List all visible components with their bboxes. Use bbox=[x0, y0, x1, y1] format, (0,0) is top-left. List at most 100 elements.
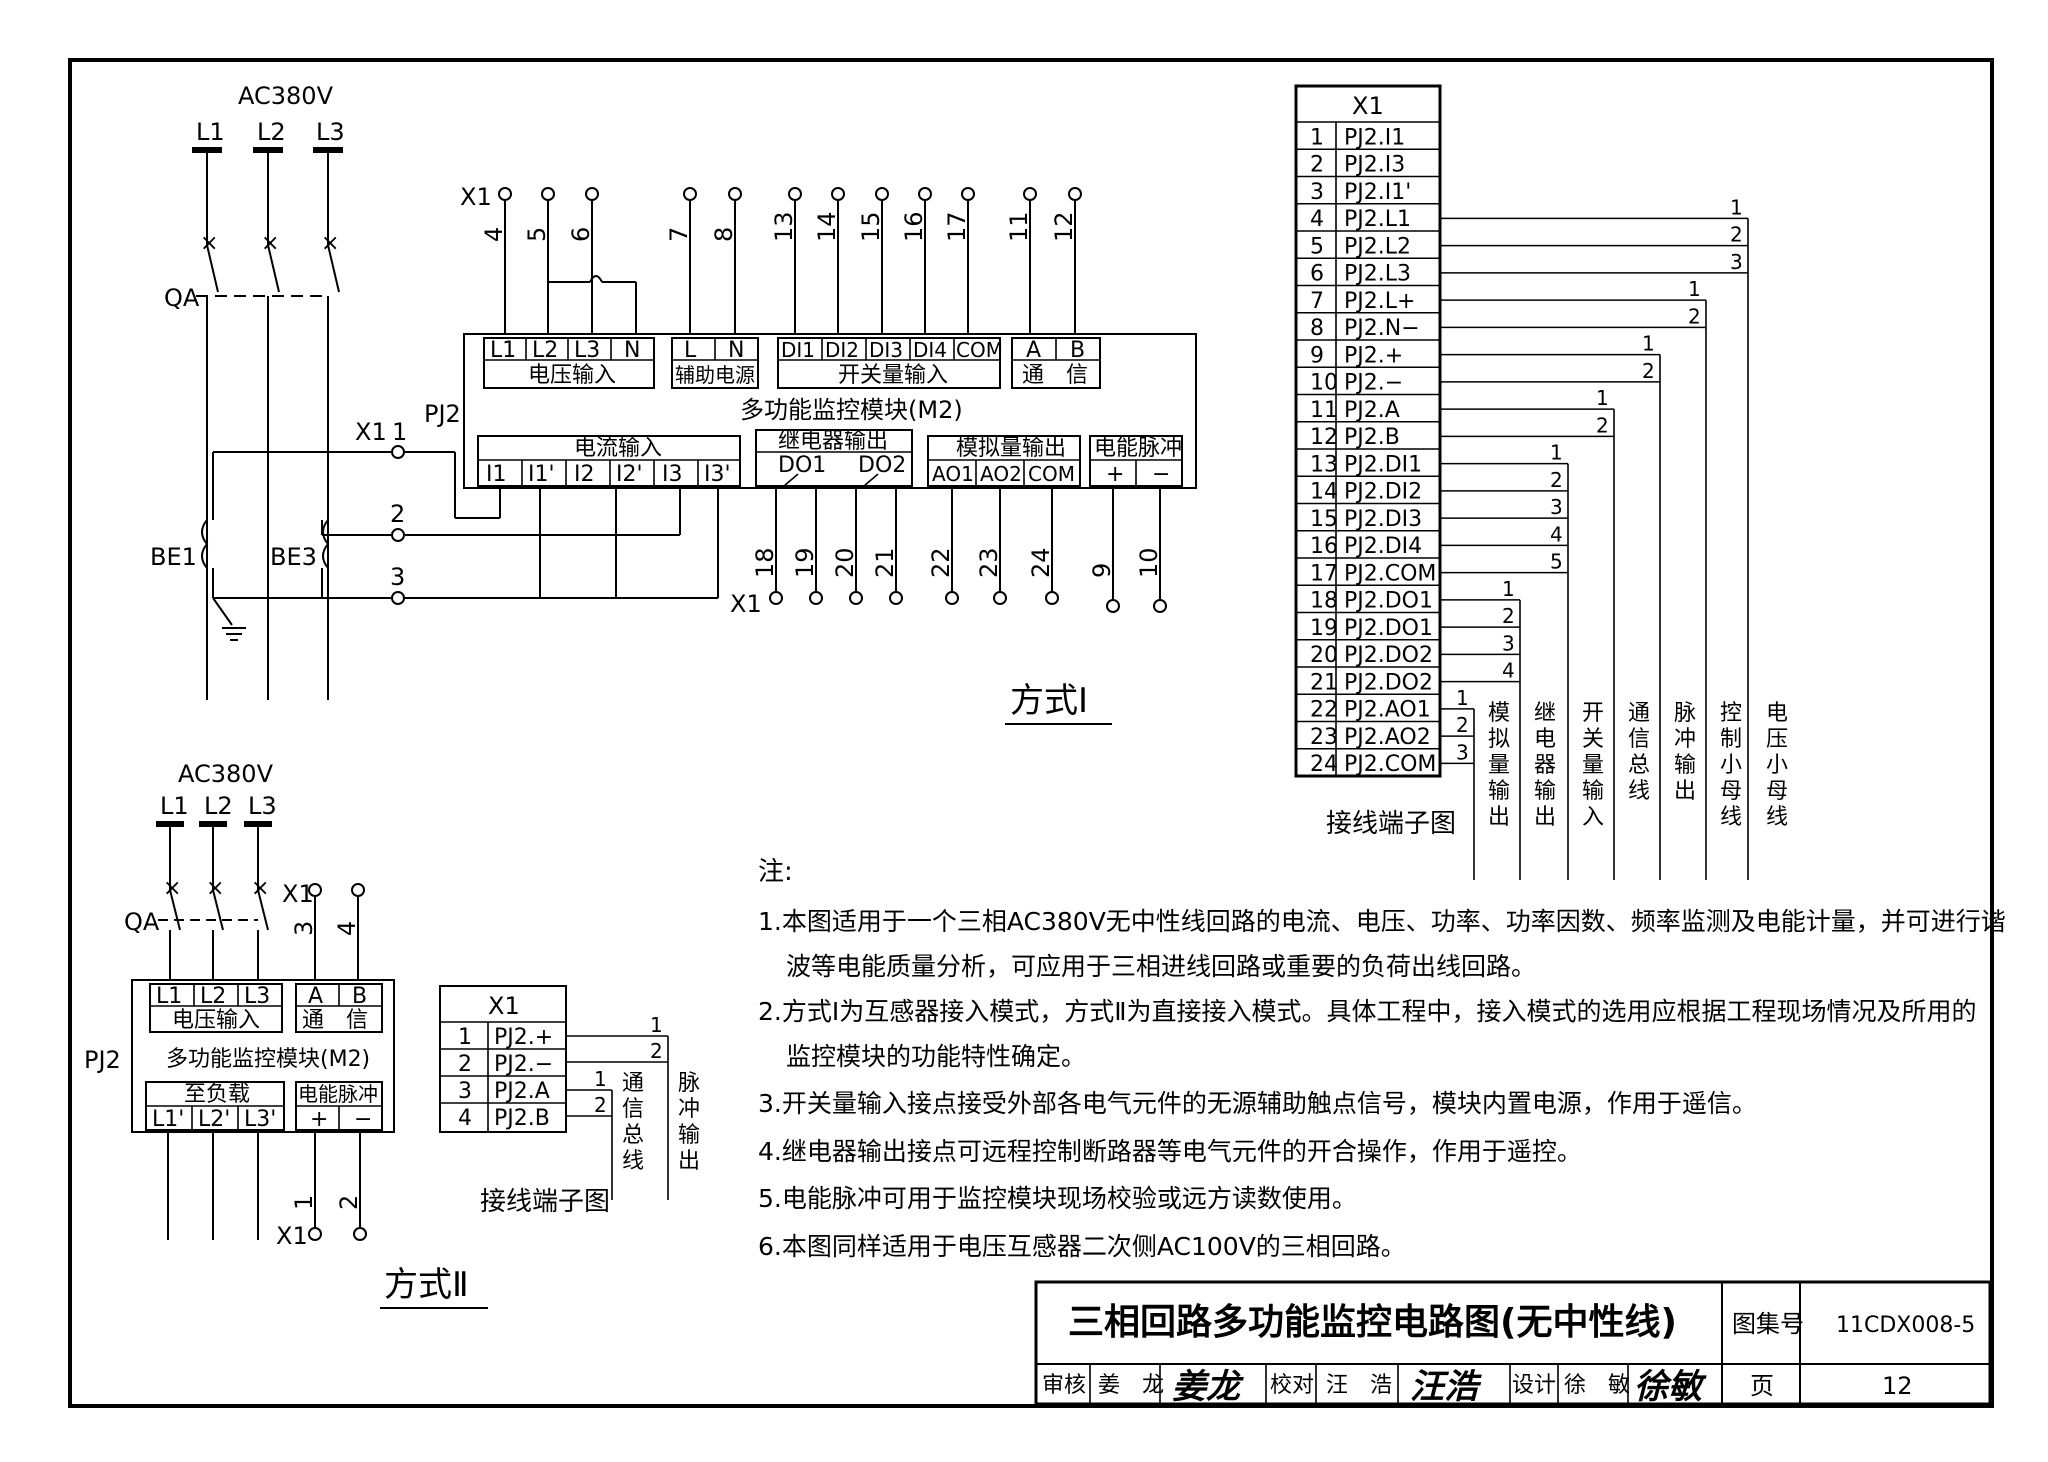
svg-text:DI1: DI1 bbox=[781, 338, 815, 362]
svg-text:1: 1 bbox=[1550, 441, 1563, 465]
svg-text:23: 23 bbox=[975, 547, 1003, 578]
mode2-caption: 方式Ⅱ bbox=[384, 1265, 469, 1305]
reviewer-name: 姜 龙 bbox=[1098, 1373, 1164, 1398]
svg-text:2: 2 bbox=[390, 500, 405, 528]
svg-text:12: 12 bbox=[1310, 425, 1338, 450]
svg-text:3: 3 bbox=[1310, 180, 1324, 205]
svg-text:PJ2.L1: PJ2.L1 bbox=[1344, 207, 1411, 232]
svg-text:1: 1 bbox=[1688, 277, 1701, 301]
svg-text:1: 1 bbox=[290, 1195, 318, 1210]
atlas-number: 11CDX008-5 bbox=[1836, 1313, 1975, 1338]
svg-text:L3: L3 bbox=[574, 338, 600, 363]
svg-text:L1: L1 bbox=[156, 984, 182, 1009]
svg-text:4: 4 bbox=[458, 1106, 472, 1131]
svg-text:I2: I2 bbox=[574, 462, 595, 487]
svg-text:4: 4 bbox=[1502, 659, 1515, 683]
svg-text:L1: L1 bbox=[490, 338, 516, 363]
svg-text:19: 19 bbox=[1310, 616, 1338, 641]
svg-text:PJ2.B: PJ2.B bbox=[1344, 425, 1400, 450]
mode1-x1-bottom-label: X1 bbox=[730, 590, 762, 618]
svg-text:PJ2.−: PJ2.− bbox=[494, 1052, 553, 1077]
note-line-3: 2.方式Ⅰ为互感器接入模式，方式Ⅱ为直接接入模式。具体工程中，接入模式的选用应根… bbox=[758, 997, 1977, 1026]
svg-text:PJ2.DO1: PJ2.DO1 bbox=[1344, 589, 1433, 614]
mode1-module-name: 多功能监控模块(M2) bbox=[740, 396, 963, 424]
mode2-circuit: AC380V L1 L2 L3 × × × QA X1 3 4 PJ2 bbox=[84, 760, 488, 1309]
svg-text:PJ2.I1': PJ2.I1' bbox=[1344, 180, 1411, 205]
svg-text:A: A bbox=[1026, 338, 1041, 363]
svg-text:1: 1 bbox=[1502, 577, 1515, 601]
svg-text:X1: X1 bbox=[488, 992, 520, 1020]
svg-text:PJ2.B: PJ2.B bbox=[494, 1106, 550, 1131]
terminal-row: 3 PJ2.I1' bbox=[1310, 180, 1411, 205]
drawing-title: 三相回路多功能监控电路图(无中性线) bbox=[1068, 1302, 1677, 1343]
mode1-x1-top-label: X1 bbox=[460, 183, 492, 211]
svg-text:1: 1 bbox=[650, 1013, 663, 1037]
svg-text:23: 23 bbox=[1310, 725, 1338, 750]
svg-text:+: + bbox=[1106, 462, 1124, 487]
svg-text:22: 22 bbox=[927, 547, 955, 578]
svg-text:L3: L3 bbox=[248, 792, 277, 820]
svg-text:PJ2.+: PJ2.+ bbox=[494, 1025, 553, 1050]
svg-text:N: N bbox=[624, 338, 640, 363]
svg-text:L3: L3 bbox=[244, 984, 270, 1009]
svg-text:16: 16 bbox=[900, 211, 928, 242]
svg-text:15: 15 bbox=[857, 211, 885, 242]
svg-text:−: − bbox=[1152, 462, 1170, 487]
bus-label: 通信总线 bbox=[1628, 701, 1650, 804]
note-line-6: 4.继电器输出接点可远程控制断路器等电气元件的开合操作，作用于遥控。 bbox=[758, 1137, 1582, 1166]
svg-text:PJ2.A: PJ2.A bbox=[1344, 398, 1400, 423]
svg-text:×: × bbox=[163, 876, 181, 901]
svg-text:PJ2.L2: PJ2.L2 bbox=[1344, 234, 1411, 259]
mode1-phase-l2: L2 bbox=[257, 118, 286, 146]
svg-text:电流输入: 电流输入 bbox=[574, 436, 662, 461]
svg-text:20: 20 bbox=[831, 547, 859, 578]
svg-text:PJ2.L3: PJ2.L3 bbox=[1344, 262, 1411, 287]
svg-text:电压输入: 电压输入 bbox=[172, 1008, 260, 1033]
svg-text:×: × bbox=[251, 876, 269, 901]
svg-text:COM: COM bbox=[1028, 462, 1075, 486]
svg-text:L2': L2' bbox=[198, 1107, 230, 1132]
svg-text:14: 14 bbox=[1310, 480, 1338, 505]
svg-text:4: 4 bbox=[1550, 522, 1563, 546]
svg-text:9: 9 bbox=[1088, 563, 1116, 578]
note-line-4: 监控模块的功能特性确定。 bbox=[786, 1042, 1086, 1071]
page-number: 12 bbox=[1882, 1372, 1913, 1400]
svg-text:X1: X1 bbox=[282, 880, 314, 908]
atlas-label: 图集号 bbox=[1732, 1310, 1804, 1338]
bus-label: 脉冲输出 bbox=[678, 1071, 700, 1174]
svg-text:17: 17 bbox=[943, 211, 971, 242]
svg-text:L1': L1' bbox=[152, 1107, 184, 1132]
mode2-source-label: AC380V bbox=[178, 760, 274, 788]
svg-text:PJ2.AO1: PJ2.AO1 bbox=[1344, 698, 1431, 723]
svg-text:2: 2 bbox=[335, 1195, 363, 1210]
svg-text:5: 5 bbox=[523, 227, 551, 242]
svg-text:DI4: DI4 bbox=[913, 338, 947, 362]
terminal-table-1-caption: 接线端子图 bbox=[1326, 809, 1456, 839]
checker-signature: 汪浩 bbox=[1410, 1367, 1482, 1407]
svg-text:PJ2.COM: PJ2.COM bbox=[1344, 752, 1436, 777]
svg-text:2: 2 bbox=[1456, 713, 1469, 737]
svg-text:继电器输出: 继电器输出 bbox=[778, 429, 888, 454]
svg-text:11: 11 bbox=[1310, 398, 1338, 423]
svg-text:2: 2 bbox=[650, 1039, 663, 1063]
svg-text:5: 5 bbox=[1310, 234, 1324, 259]
svg-text:I1: I1 bbox=[486, 462, 507, 487]
svg-text:模拟量输出: 模拟量输出 bbox=[956, 436, 1066, 461]
svg-text:×: × bbox=[206, 876, 224, 901]
svg-text:PJ2.I3: PJ2.I3 bbox=[1344, 153, 1405, 178]
svg-text:22: 22 bbox=[1310, 698, 1338, 723]
